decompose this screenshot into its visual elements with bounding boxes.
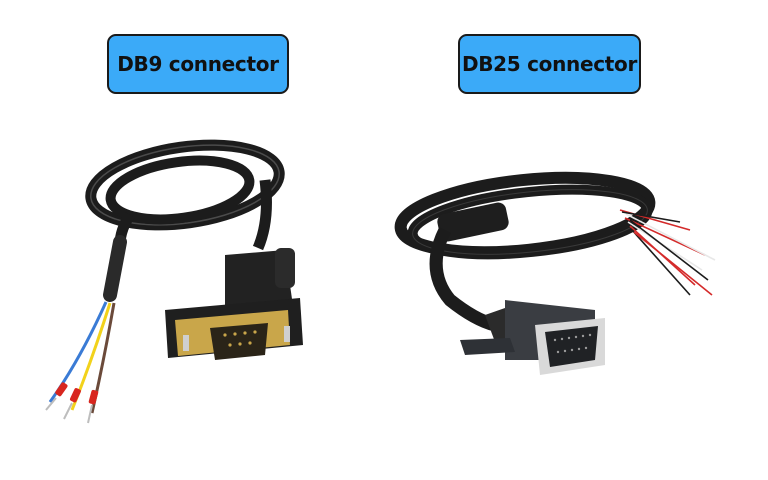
db9-cable-image (45, 139, 303, 424)
db9-connector-label: DB9 connector (107, 34, 289, 94)
db25-label-text: DB25 connector (461, 52, 638, 76)
db25-cable-image (394, 171, 716, 375)
db9-label-text: DB9 connector (117, 52, 279, 76)
db25-connector-label: DB25 connector (458, 34, 641, 94)
